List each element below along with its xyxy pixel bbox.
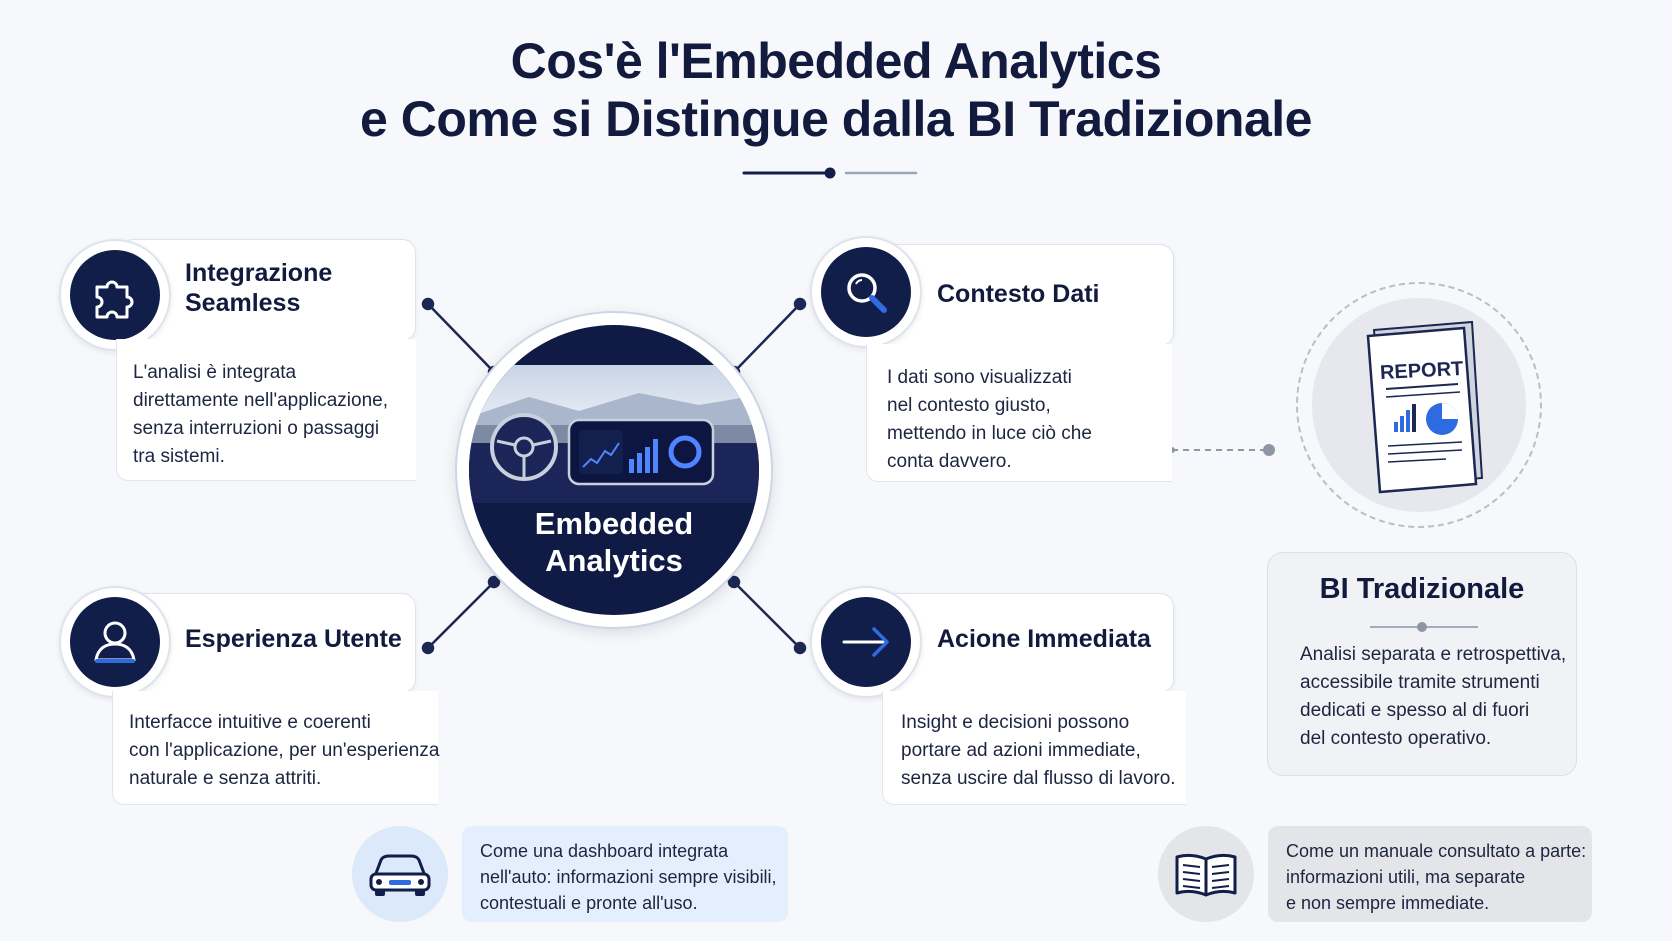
feature-title: Acione Immediata	[937, 625, 1151, 653]
bi-divider	[1370, 622, 1478, 632]
user-icon	[94, 621, 136, 663]
report-illustration-circle: REPORT	[1296, 282, 1542, 528]
magnifier-icon	[847, 273, 887, 313]
title-divider	[742, 167, 918, 179]
arrow-icon-badge	[810, 586, 922, 698]
report-document-icon	[1366, 320, 1484, 494]
bi-title: BI Tradizionale	[1319, 573, 1525, 605]
page-title: Cos'è l'Embedded Analytics e Come si Dis…	[0, 32, 1672, 148]
book-icon-badge	[1158, 826, 1254, 922]
arrow-right-icon	[842, 627, 889, 657]
puzzle-icon	[95, 280, 134, 319]
car-icon	[369, 854, 431, 896]
bi-analogy: Come un manuale consultato a parte:infor…	[1268, 826, 1592, 922]
embedded-analytics-hub: Embedded Analytics	[455, 311, 773, 629]
report-label: REPORT	[1379, 357, 1464, 385]
open-book-icon	[1175, 853, 1237, 897]
car-icon-badge	[352, 826, 448, 922]
feature-title: Contesto Dati	[937, 280, 1100, 308]
feature-title: Esperienza Utente	[185, 625, 402, 653]
title-line-1: Cos'è l'Embedded Analytics	[510, 33, 1162, 89]
center-label: Embedded Analytics	[534, 506, 694, 578]
car-dashboard-illustration	[469, 365, 759, 503]
bi-description: Analisi separata e retrospettiva,accessi…	[1300, 644, 1567, 749]
user-icon-badge	[59, 586, 171, 698]
title-line-2: e Come si Distingue dalla BI Tradizional…	[360, 91, 1312, 147]
magnifier-icon-badge	[810, 236, 922, 348]
puzzle-icon-badge	[59, 239, 171, 351]
bi-tradizionale-card: BI Tradizionale Analisi separata e retro…	[1267, 552, 1577, 776]
